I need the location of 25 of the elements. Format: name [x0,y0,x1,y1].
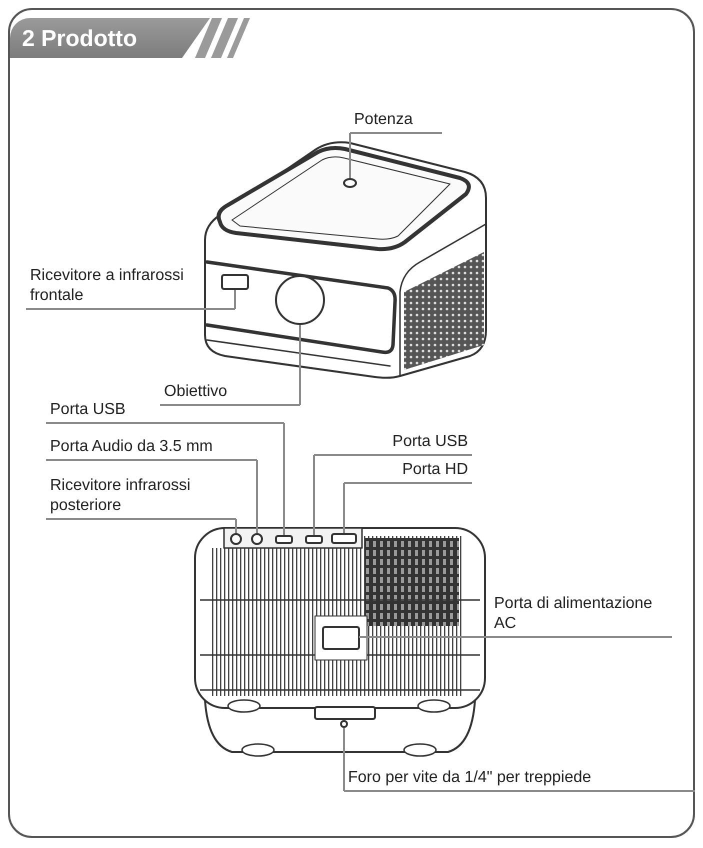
part-label: Foro per vite da 1/4" per treppiede [344,768,695,792]
part-label: Ricevitore infrarossi posteriore [46,476,236,520]
leader-line [234,290,236,310]
leader-line [299,325,301,406]
part-label: Porta USB [46,400,284,424]
leader-line [343,482,345,533]
power-socket [322,626,360,650]
usb-port [305,535,323,544]
leader-line [343,728,345,792]
hdmi-port [331,533,357,544]
title: 2 Prodotto [22,24,137,52]
leader-line [359,636,490,638]
leader-line [256,459,258,533]
leader-line [349,132,351,178]
ir-sensor-window [221,274,249,290]
part-label: Obiettivo [160,382,300,406]
leader-line [235,518,237,533]
part-label: Porta HD [344,460,472,484]
part-label: Potenza [350,110,442,134]
leader-line [283,422,285,535]
part-label: Porta Audio da 3.5 mm [46,437,257,461]
usb-port [275,535,293,544]
leader-line [313,454,315,535]
part-label: Porta USB [314,432,472,456]
part-label: Porta di alimentazione AC [490,594,672,638]
